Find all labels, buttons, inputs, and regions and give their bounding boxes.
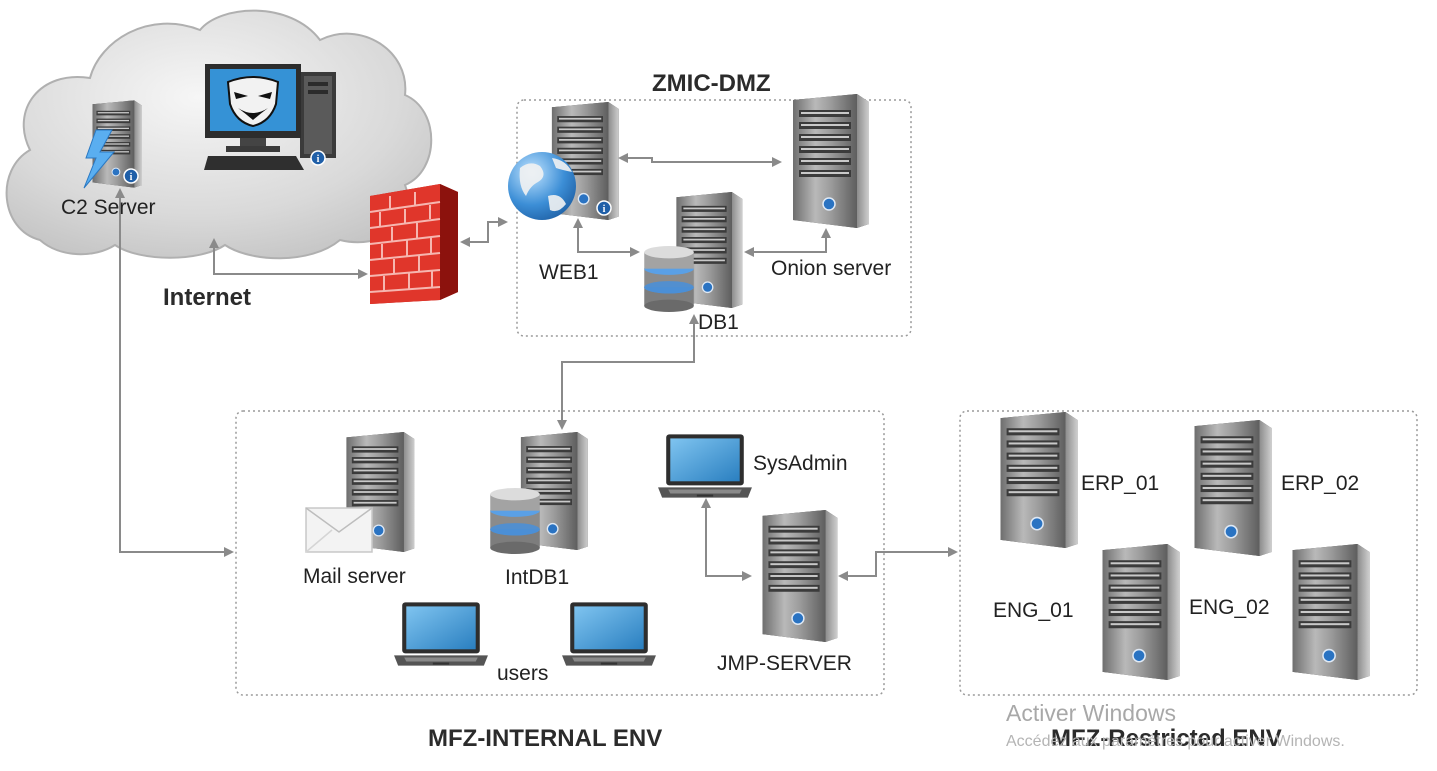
erp01-label: ERP_01 (1081, 472, 1160, 495)
web1-label: WEB1 (539, 261, 599, 284)
windows-activation-watermark: Activer Windows (1006, 700, 1176, 726)
mail-server-icon[interactable] (305, 432, 416, 553)
eng02-server-icon[interactable] (1291, 544, 1371, 680)
users-label: users (497, 662, 549, 685)
intdb1-server-icon[interactable] (490, 432, 589, 554)
restricted-zone (959, 410, 1418, 696)
erp02-label: ERP_02 (1281, 472, 1360, 495)
mail-server-label: Mail server (303, 565, 406, 588)
internet-label: Internet (163, 284, 252, 311)
svg-text:i: i (130, 172, 133, 183)
svg-text:i: i (317, 154, 320, 165)
dmz-title: ZMIC-DMZ (652, 70, 771, 97)
db1-label: DB1 (698, 311, 739, 334)
c2-server-label: C2 Server (61, 196, 156, 219)
firewall-icon[interactable] (369, 184, 458, 304)
eng01-server-icon[interactable] (1101, 544, 1181, 680)
eng02-label: ENG_02 (1189, 596, 1270, 619)
db1-server-icon[interactable] (644, 192, 743, 312)
dmz-zone (516, 99, 912, 337)
web1-server-icon[interactable]: i (508, 102, 620, 220)
user-laptop-icon[interactable] (394, 602, 488, 666)
erp01-server-icon[interactable] (999, 412, 1079, 548)
connection-lines (115, 153, 958, 581)
svg-text:i: i (603, 204, 606, 215)
onion-server-label: Onion server (771, 257, 892, 280)
onion-server-icon[interactable] (792, 94, 870, 228)
internal-title: MFZ-INTERNAL ENV (428, 725, 663, 752)
sysadmin-label: SysAdmin (753, 452, 848, 475)
windows-activation-watermark-sub: Accédez aux paramètres pour activer Wind… (1006, 733, 1345, 750)
jmp-server-icon[interactable] (761, 510, 839, 642)
jmp-server-label: JMP-SERVER (717, 652, 852, 675)
intdb1-label: IntDB1 (505, 566, 570, 589)
sysadmin-laptop-icon[interactable] (658, 434, 752, 498)
user-laptop-icon[interactable] (562, 602, 656, 666)
erp02-server-icon[interactable] (1193, 420, 1273, 556)
attacker-computer-icon[interactable]: i (204, 64, 336, 170)
c2-server-icon[interactable]: i (83, 100, 142, 189)
restricted-title: MFZ-Restricted ENV (1051, 725, 1282, 752)
eng01-label: ENG_01 (993, 599, 1074, 622)
